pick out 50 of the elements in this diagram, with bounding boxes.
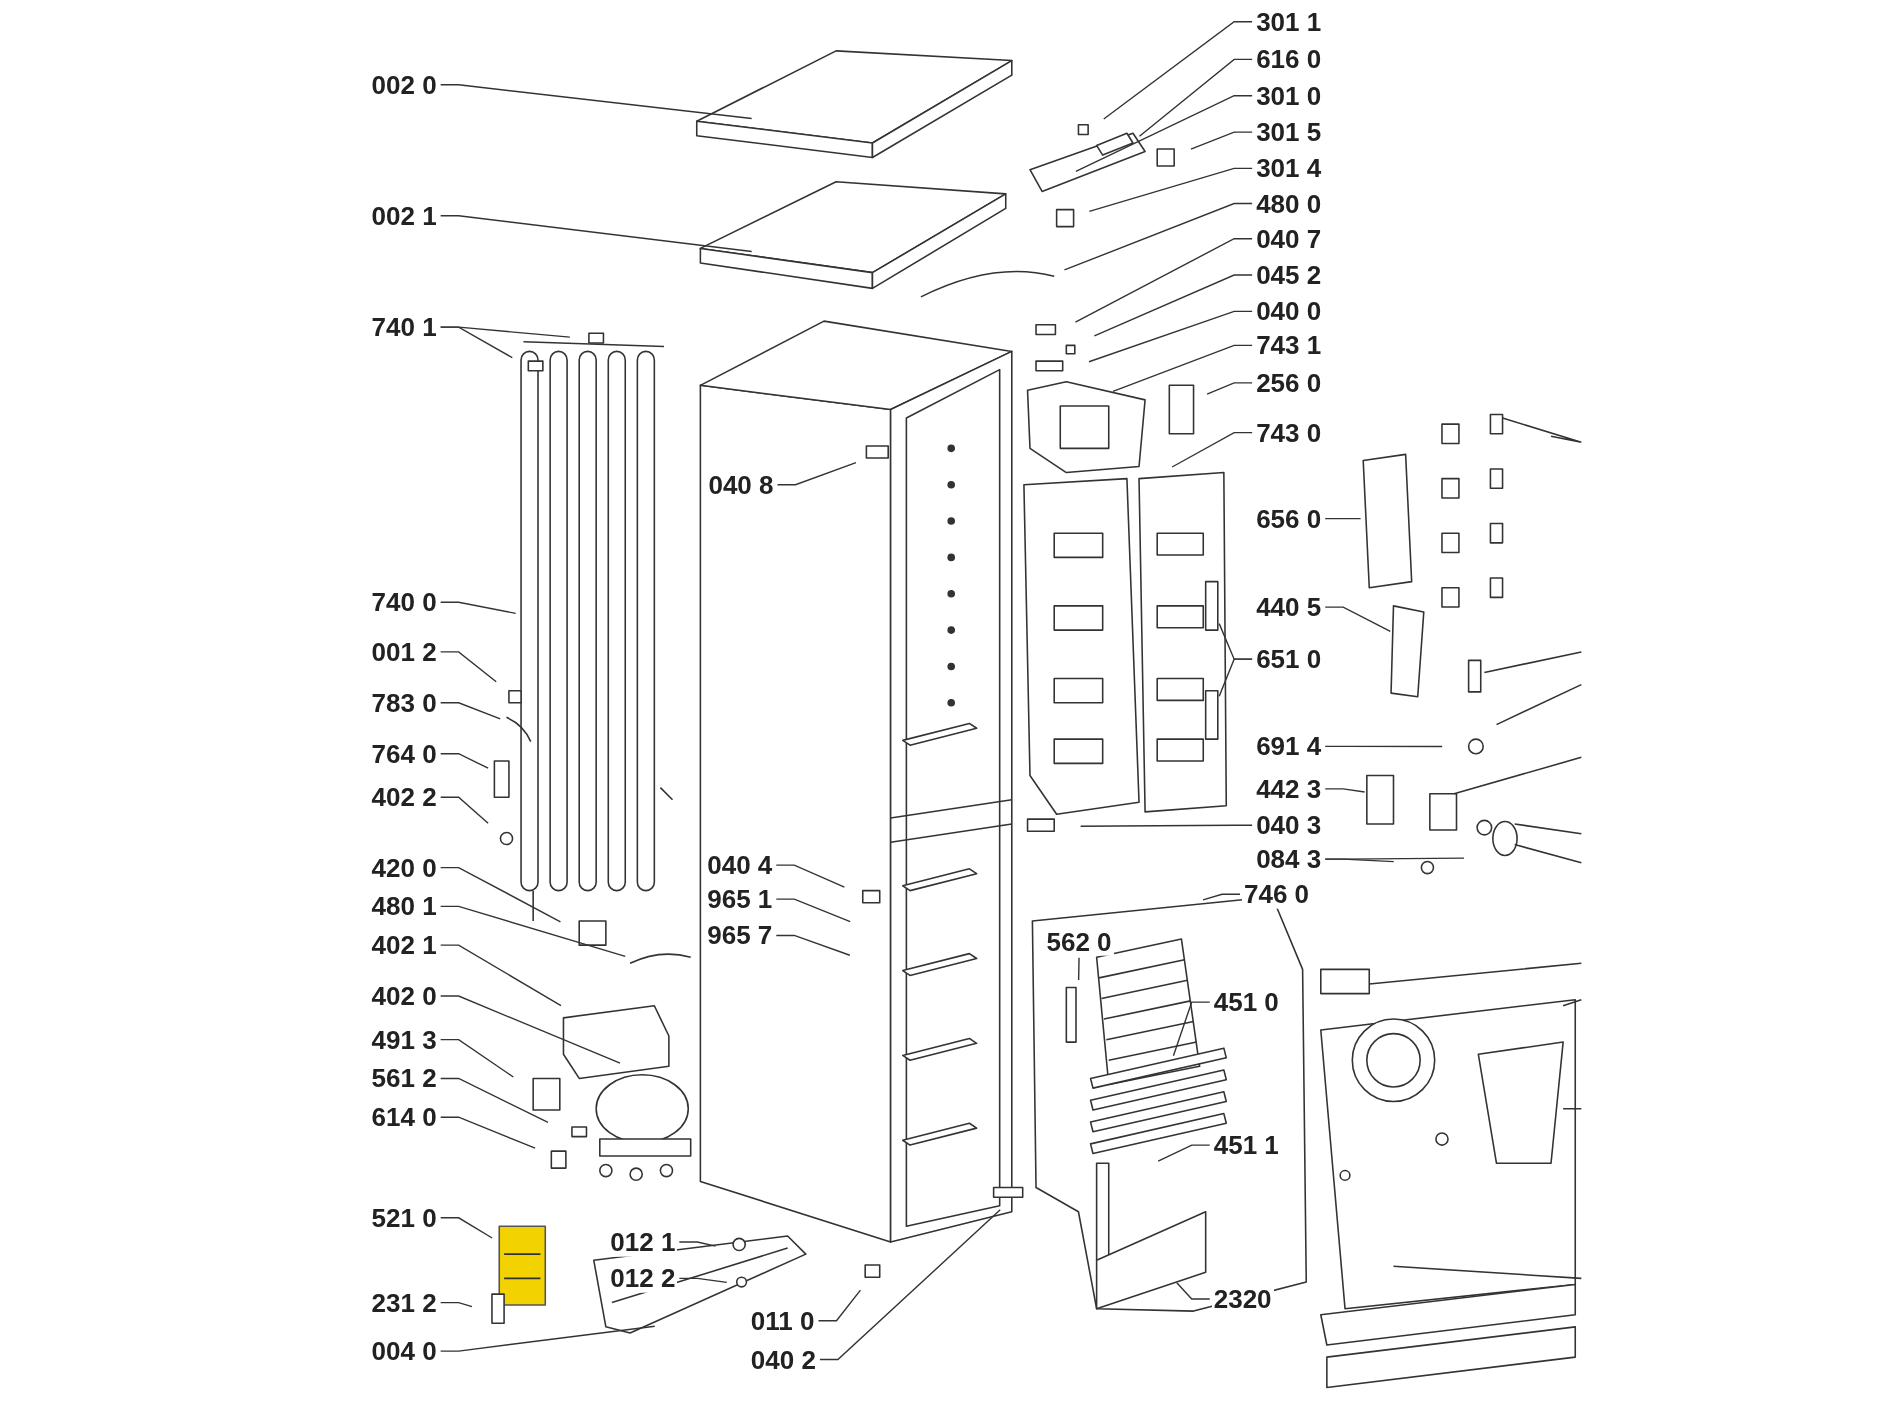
leader-line [439,326,571,338]
leader-line [1077,957,1080,981]
leader-line [439,995,621,1064]
leader-line [1324,745,1443,748]
leader-line [1157,1144,1211,1162]
leader-line [1202,893,1241,901]
leader-line [439,215,753,253]
leader-line [819,1209,1001,1361]
leader-line [1138,58,1253,138]
leader-line [678,1277,728,1284]
leader-line [1218,658,1253,698]
leader-line [439,1038,515,1078]
leader-line [1324,788,1366,793]
leader-line [439,84,753,120]
leader-line [1079,824,1253,827]
leader-line [439,1325,656,1352]
leader-line [439,1217,493,1239]
leader-line [1190,131,1253,150]
leader-line [439,651,497,683]
leader-line [1324,606,1391,632]
leader-line [776,461,857,486]
leader-line [439,702,501,720]
leader-line [817,1289,862,1322]
leader-line [775,864,846,888]
leader-line [439,1301,473,1308]
leader-line [1172,1001,1211,1057]
leader-line [1324,517,1362,520]
leader-line [439,796,489,824]
leader-line [439,944,562,1007]
leader-line [439,753,489,769]
leader-line [1103,21,1253,120]
leader-line [439,1116,536,1149]
leader-line [439,905,626,958]
leader-line [439,1077,549,1124]
leader-line [1171,431,1253,468]
leader-line [1112,344,1253,393]
leader-line [1074,238,1253,323]
leader-line [1324,857,1465,860]
leader-line [1088,167,1253,212]
leader-line [1088,310,1253,363]
leader-line [1075,95,1253,173]
leader-line [678,1241,717,1247]
leader-line [775,934,851,956]
leader-line [1176,1282,1211,1300]
leader-line [1063,202,1253,271]
leader-line [1093,274,1253,337]
leader-line [1206,382,1253,395]
leader-line [439,866,562,923]
leader-line [775,898,851,923]
leader-line [439,601,517,615]
